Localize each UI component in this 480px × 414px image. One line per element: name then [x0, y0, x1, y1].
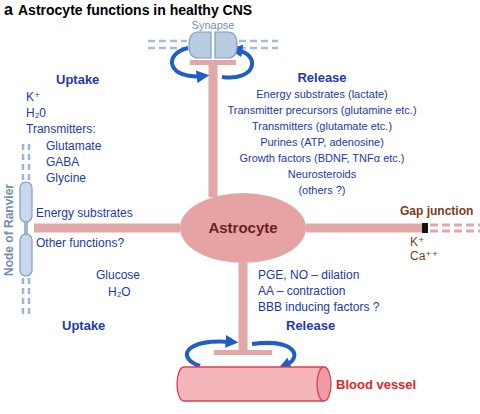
myelin-segment	[20, 234, 32, 276]
vessel-wall	[184, 366, 324, 367]
uptake-arrow	[187, 341, 232, 366]
vascular-effect: BBB inducing factors ?	[258, 300, 379, 314]
ranvier-label: Node of Ranvier	[2, 140, 17, 320]
vessel-wall	[184, 400, 324, 401]
release-item: Neurosteroids	[288, 168, 356, 181]
astrocyte-body	[180, 193, 306, 263]
dash-line	[239, 47, 278, 50]
process-dash	[430, 230, 480, 233]
function-label: Other functions?	[36, 236, 124, 250]
vascular-effect: PGE, NO – dilation	[258, 268, 359, 282]
water-label: H₂0	[26, 106, 46, 120]
substance-label: H₂O	[108, 285, 131, 299]
release-item: Energy substrates (lactate)	[256, 88, 387, 101]
release-arrow	[252, 343, 294, 366]
axon-dash	[22, 278, 25, 316]
astrocyte-cell: Astrocyte	[180, 193, 306, 263]
synapse-node: Synapse	[186, 19, 240, 63]
postsynaptic-terminal	[215, 32, 237, 58]
astrocyte-process	[306, 224, 396, 233]
release-item: Transmitter precursors (glutamine etc.)	[227, 104, 416, 117]
process-dash	[430, 224, 480, 227]
astrocyte-process	[209, 63, 218, 197]
ion-label: Ca⁺⁺	[410, 249, 438, 263]
synapse-label: Synapse	[186, 19, 240, 32]
vessel-end	[177, 367, 184, 401]
gap-junction: Gap junction	[396, 204, 480, 234]
dash-line	[148, 40, 187, 43]
synapse-dashes	[148, 41, 278, 48]
release-heading: Release	[286, 318, 335, 334]
substance-label: Glucose	[96, 268, 140, 282]
dash-line	[239, 40, 278, 43]
presynaptic-terminal	[189, 32, 211, 58]
axon-dash	[28, 278, 31, 316]
uptake-heading: Uptake	[62, 318, 105, 334]
myelin-segment	[20, 182, 32, 222]
panel-letter: a	[4, 0, 13, 19]
astrocyte-label: Astrocyte	[180, 219, 306, 237]
blood-vessel-label: Blood vessel	[336, 377, 416, 393]
release-item: Transmitters (glutamate etc.)	[252, 120, 392, 133]
gap-junction-symbol	[422, 223, 428, 233]
release-heading: Release	[297, 70, 346, 86]
axon-dash	[28, 144, 31, 180]
transmitter-label: Glycine	[46, 171, 86, 185]
transmitter-label: GABA	[46, 155, 79, 169]
release-item: Growth factors (BDNF, TNFα etc.)	[239, 152, 404, 165]
uptake-heading: Uptake	[56, 72, 99, 88]
diagram-title: Astrocyte functions in healthy CNS	[18, 2, 252, 19]
endfoot-bar	[214, 350, 272, 355]
astrocyte-process	[396, 224, 426, 233]
node-of-ranvier: Node of Ranvier	[2, 140, 34, 320]
gap-junction-label: Gap junction	[400, 204, 473, 218]
transmitter-label: Glutamate	[46, 139, 101, 153]
release-item: (others ?)	[298, 184, 345, 197]
astrocyte-process	[34, 224, 180, 233]
vascular-effect: AA – contraction	[258, 284, 345, 298]
vessel-lumen	[317, 367, 331, 401]
ion-label: K⁺	[410, 235, 424, 249]
endfoot-bar	[190, 60, 236, 65]
transmitter-heading: Transmitters:	[26, 122, 96, 136]
blood-vessel: Blood vessel	[172, 355, 412, 407]
ion-label: K⁺	[26, 90, 40, 104]
vessel-body	[184, 367, 324, 401]
axon-dash	[22, 144, 25, 180]
release-item: Purines (ATP, adenosine)	[260, 136, 384, 149]
astrocyte-process	[239, 263, 248, 355]
function-label: Energy substrates	[36, 206, 133, 220]
